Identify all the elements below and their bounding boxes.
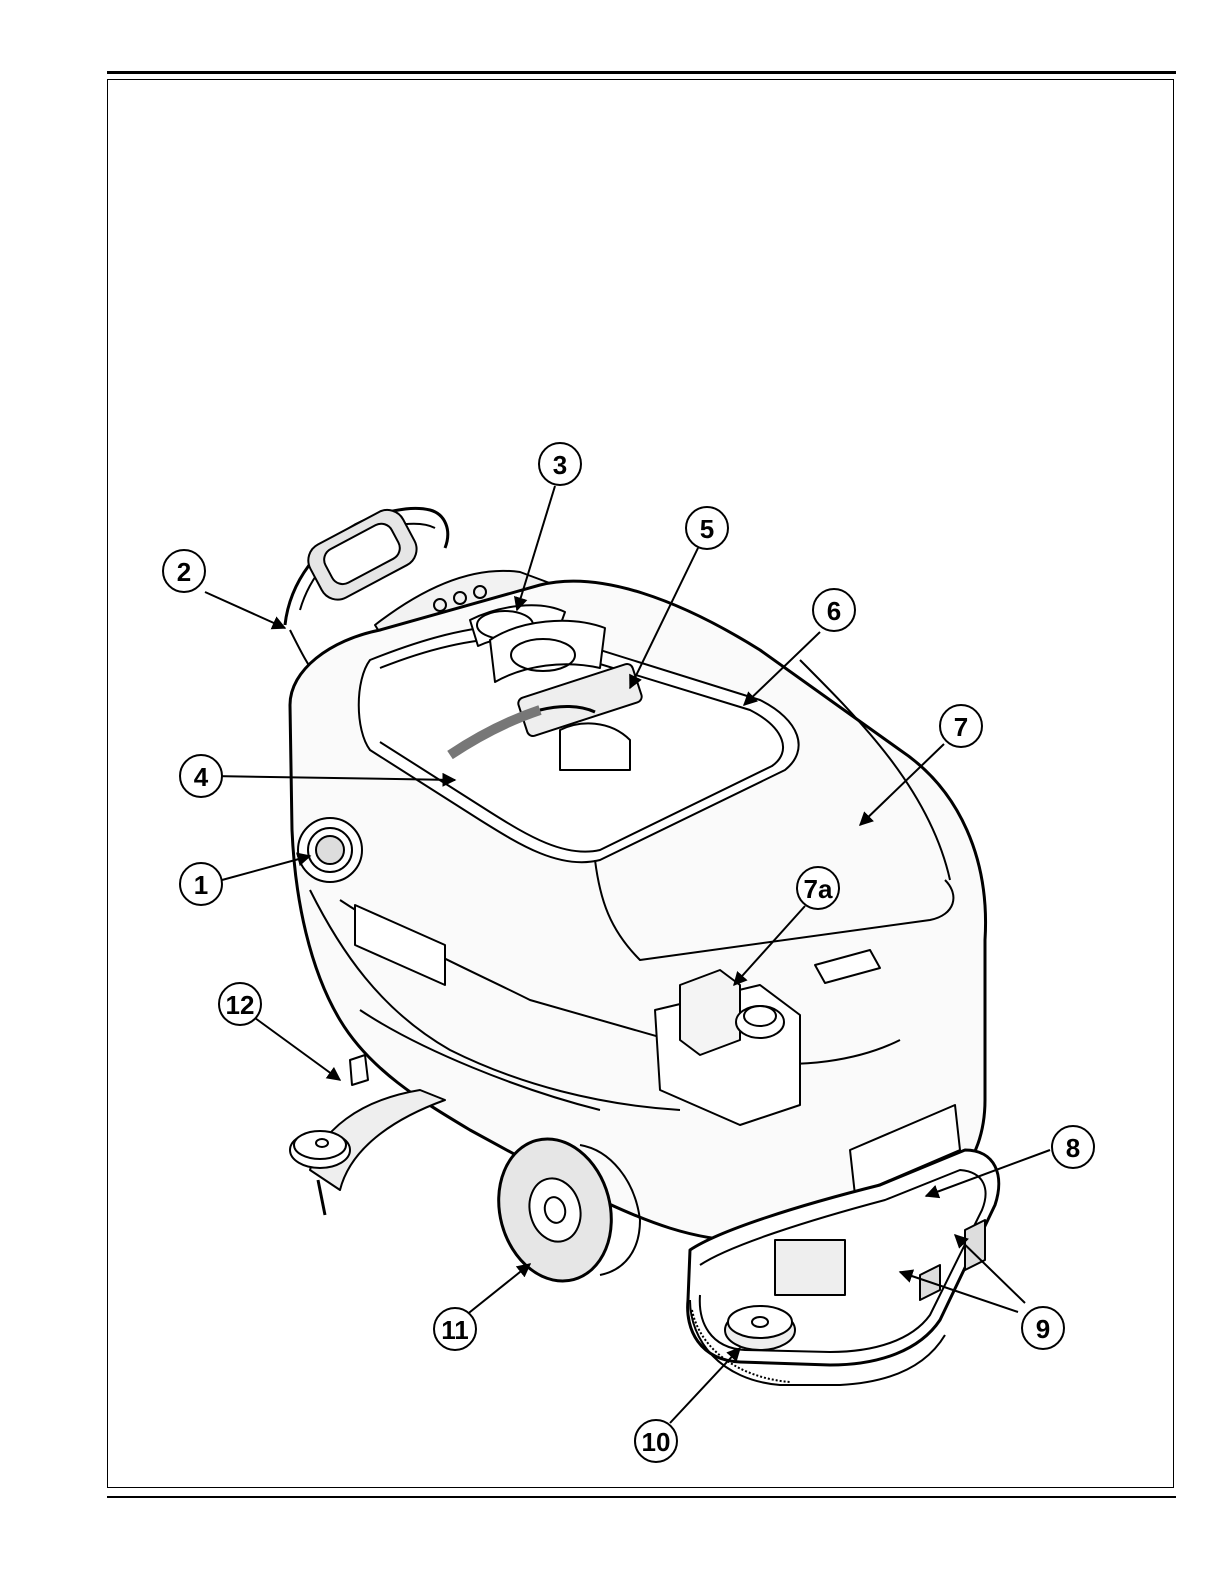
callout-7a: 7a [797, 867, 839, 909]
svg-text:9: 9 [1036, 1314, 1050, 1344]
callout-11: 11 [434, 1308, 476, 1350]
svg-text:4: 4 [194, 762, 209, 792]
callout-8: 8 [1052, 1126, 1094, 1168]
svg-text:8: 8 [1066, 1133, 1080, 1163]
svg-text:10: 10 [642, 1427, 671, 1457]
svg-text:2: 2 [177, 557, 191, 587]
machine-drawing [285, 504, 999, 1385]
callout-12: 12 [219, 983, 261, 1025]
svg-text:1: 1 [194, 870, 208, 900]
callout-5: 5 [686, 507, 728, 549]
svg-text:12: 12 [226, 990, 255, 1020]
svg-text:11: 11 [441, 1315, 469, 1345]
svg-text:7a: 7a [804, 874, 833, 904]
callout-10: 10 [635, 1420, 677, 1462]
callout-9: 9 [1022, 1307, 1064, 1349]
svg-text:7: 7 [954, 712, 968, 742]
callout-1: 1 [180, 863, 222, 905]
callout-6: 6 [813, 589, 855, 631]
callout-3: 3 [539, 443, 581, 485]
svg-text:6: 6 [827, 596, 841, 626]
callout-2: 2 [163, 550, 205, 592]
callout-7: 7 [940, 705, 982, 747]
callout-4: 4 [180, 755, 222, 797]
svg-text:3: 3 [553, 450, 567, 480]
svg-text:5: 5 [700, 514, 714, 544]
